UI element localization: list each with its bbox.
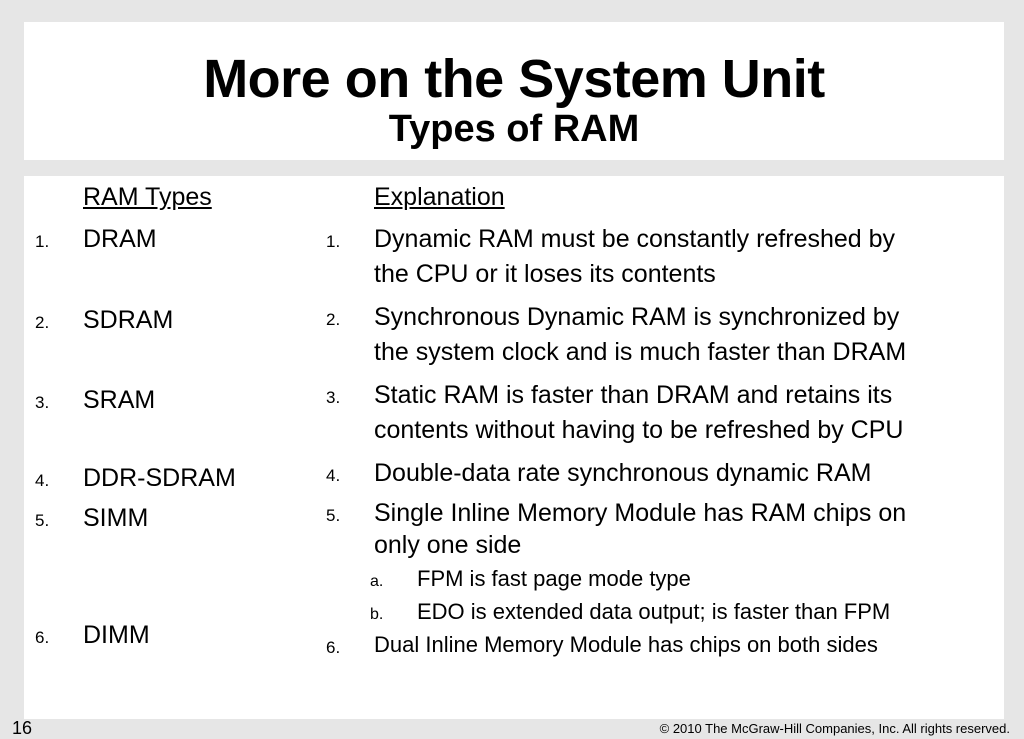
sub-item-text: EDO is extended data output; is faster t… [417, 599, 891, 624]
slide-subtitle: Types of RAM [388, 108, 640, 150]
ram-type-name: SIMM [83, 504, 149, 532]
ram-type-name: SDRAM [83, 306, 174, 334]
ram-type-number: 2. [35, 313, 50, 332]
ram-type-name: SRAM [83, 386, 156, 414]
title-area: More on the System Unit Types of RAM [24, 22, 1004, 160]
explanation-line: Dual Inline Memory Module has chips on b… [374, 632, 878, 657]
ram-type-name: DDR-SDRAM [83, 464, 236, 492]
explanation-line: Double-data rate synchronous dynamic RAM [374, 459, 872, 487]
ram-type-number: 1. [35, 232, 50, 251]
sub-item-letter: b. [370, 606, 384, 623]
explanation-number: 4. [326, 466, 341, 485]
explanation-number: 6. [326, 638, 341, 657]
sub-item-text: FPM is fast page mode type [417, 566, 691, 591]
ram-type-number: 4. [35, 471, 50, 490]
content-area: RAM Types Explanation 1. DRAM 2. SDRAM 3… [24, 176, 1004, 719]
slide-title: More on the System Unit [203, 49, 825, 109]
explanation-line: the CPU or it loses its contents [374, 260, 716, 288]
explanation-line: Static RAM is faster than DRAM and retai… [374, 381, 893, 409]
ram-types-header: RAM Types [83, 183, 212, 211]
ram-type-number: 3. [35, 393, 50, 412]
explanation-line: contents without having to be refreshed … [374, 416, 904, 444]
sub-item-letter: a. [370, 573, 384, 590]
explanation-line: only one side [374, 531, 522, 559]
explanation-line: Dynamic RAM must be constantly refreshed… [374, 225, 896, 253]
explanation-line: Synchronous Dynamic RAM is synchronized … [374, 303, 900, 331]
ram-type-name: DIMM [83, 621, 150, 649]
explanation-line: Single Inline Memory Module has RAM chip… [374, 499, 907, 527]
explanation-number: 3. [326, 388, 341, 407]
ram-type-number: 6. [35, 628, 50, 647]
explanation-number: 2. [326, 310, 341, 329]
explanation-line: the system clock and is much faster than… [374, 338, 907, 366]
ram-type-name: DRAM [83, 225, 157, 253]
copyright-notice: © 2010 The McGraw-Hill Companies, Inc. A… [659, 721, 1010, 736]
ram-type-number: 5. [35, 511, 50, 530]
explanation-number: 1. [326, 232, 341, 251]
explanation-header: Explanation [374, 183, 505, 211]
page-number: 16 [12, 718, 33, 738]
explanation-number: 5. [326, 506, 341, 525]
